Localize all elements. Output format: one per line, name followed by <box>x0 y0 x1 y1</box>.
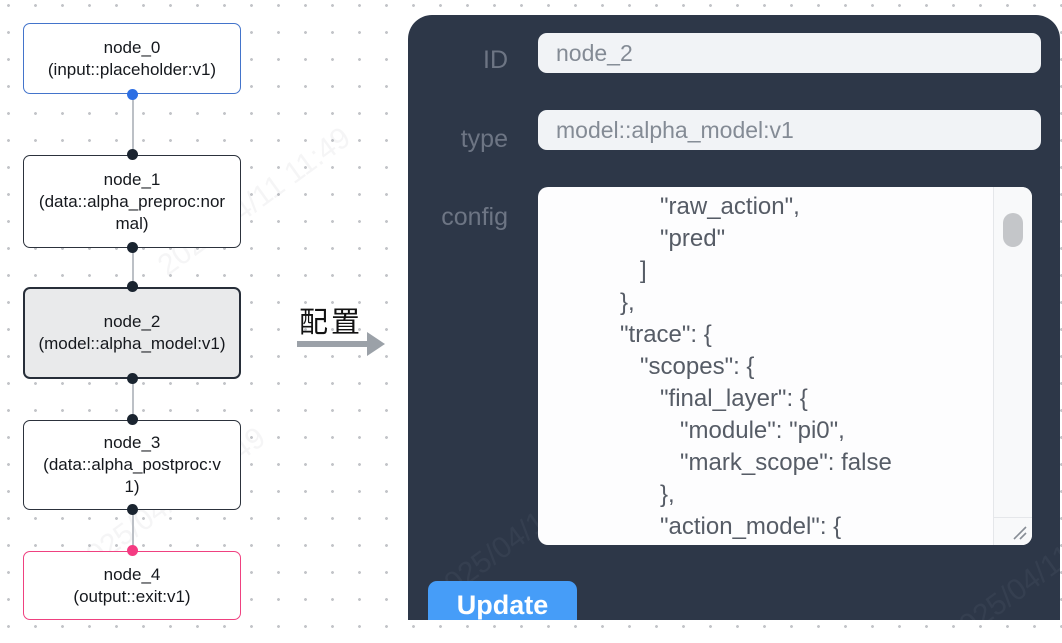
node-name: node_2 <box>103 312 161 331</box>
port-dot-node0-out[interactable] <box>127 89 138 100</box>
port-dot-node4-in[interactable] <box>127 545 138 556</box>
right-arrow-icon <box>297 332 387 356</box>
node-config-panel: 2025/04/11 11:49 2025/04/11 11:49 2025/0… <box>408 15 1060 620</box>
flow-canvas: node_0 (input::placeholder:v1) node_1 (d… <box>0 0 300 643</box>
flow-node-node2-selected[interactable]: node_2 (model::alpha_model:v1) <box>23 287 241 379</box>
flow-node-node3[interactable]: node_3 (data::alpha_postproc:v1) <box>23 420 241 510</box>
node-name: node_3 <box>103 433 161 452</box>
edge-node2-node3 <box>131 379 134 420</box>
config-json-content[interactable]: "raw_action", "pred" ] }, "trace": { "sc… <box>620 193 892 540</box>
config-scroll-corner <box>994 517 1032 545</box>
port-dot-node2-out[interactable] <box>127 373 138 384</box>
node-type: (data::alpha_preproc:normal) <box>38 191 226 233</box>
update-button[interactable]: Update <box>428 581 577 620</box>
edge-node1-node2 <box>131 248 134 287</box>
node-name: node_1 <box>103 169 161 189</box>
node-type: (data::alpha_postproc:v1) <box>43 455 221 496</box>
edge-node3-node4 <box>131 510 134 551</box>
port-dot-node3-in[interactable] <box>127 414 138 425</box>
flow-node-node1[interactable]: node_1 (data::alpha_preproc:normal) <box>23 155 241 248</box>
type-input[interactable] <box>538 110 1041 150</box>
port-dot-node1-out[interactable] <box>127 242 138 253</box>
node-type: (output::exit:v1) <box>73 586 191 606</box>
port-dot-node1-in[interactable] <box>127 149 138 160</box>
flow-node-node4[interactable]: node_4 (output::exit:v1) <box>23 551 241 620</box>
arrow-head <box>367 332 385 356</box>
id-field-label: ID <box>483 46 508 74</box>
arrow-shaft <box>297 341 369 347</box>
port-dot-node2-in[interactable] <box>127 281 138 292</box>
flow-node-node0[interactable]: node_0 (input::placeholder:v1) <box>23 23 241 94</box>
port-dot-node3-out[interactable] <box>127 504 138 515</box>
edge-node0-node1 <box>131 94 134 155</box>
configure-arrow-label: 配置 <box>299 307 364 339</box>
resize-grip-icon[interactable] <box>1009 522 1029 542</box>
node-type: (input::placeholder:v1) <box>47 59 217 79</box>
node-type: (model::alpha_model:v1) <box>38 334 226 353</box>
node-name: node_0 <box>103 37 161 57</box>
id-input[interactable] <box>538 33 1041 73</box>
config-field-label: config <box>441 203 508 231</box>
node-name: node_4 <box>103 564 161 584</box>
config-scrollbar[interactable] <box>993 187 1032 545</box>
config-textarea[interactable]: "raw_action", "pred" ] }, "trace": { "sc… <box>538 187 1032 545</box>
config-scrollbar-thumb[interactable] <box>1003 213 1023 247</box>
type-field-label: type <box>460 125 508 153</box>
